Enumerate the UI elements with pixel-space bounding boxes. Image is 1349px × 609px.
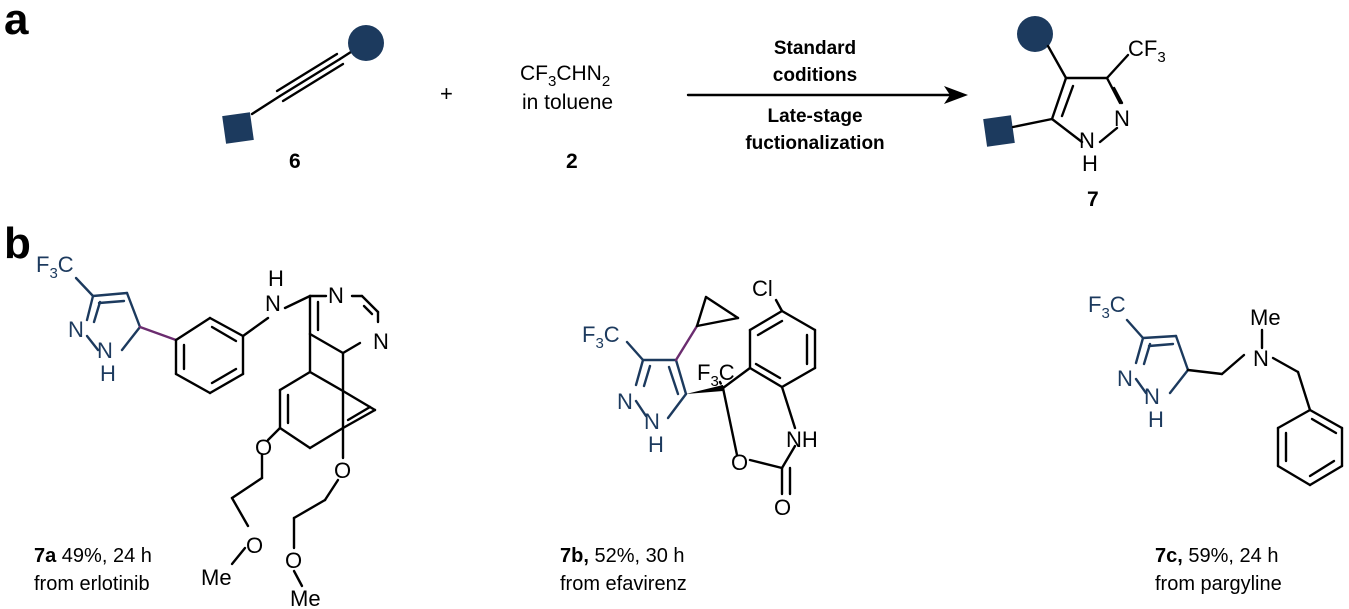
reactant-label: 6 — [289, 150, 301, 173]
panel-label-b: b — [4, 219, 31, 268]
compound-7c-source: from pargyline — [1155, 573, 1282, 595]
ether-o-label: O — [285, 548, 302, 573]
quinazoline-n-label: N — [373, 329, 389, 354]
pyrazole-h-label: H — [100, 361, 116, 386]
condition-line-1: Standard — [774, 38, 856, 59]
reagent-solvent: in toluene — [522, 91, 613, 114]
f3c-group-label: F3C — [1088, 292, 1126, 322]
amine-n-label: N — [1253, 346, 1269, 371]
amide-nh-label: NH — [786, 427, 818, 452]
square-substituent-icon — [983, 115, 1015, 147]
condition-line-4: fuctionalization — [745, 133, 884, 154]
square-substituent-icon — [222, 112, 254, 144]
carbonyl-o-label: O — [774, 495, 791, 520]
pyrazole-n-label: N — [1117, 366, 1133, 391]
compound-7b-structure — [625, 295, 817, 496]
compound-7a-source: from erlotinib — [34, 573, 150, 595]
f3c-group-label: F3C — [582, 322, 620, 352]
pyrazole-n-label: N — [68, 317, 84, 342]
reagent-label: 2 — [566, 150, 578, 173]
arrow-head-icon — [944, 86, 968, 104]
pyrazole-n-label: N — [617, 389, 633, 414]
panel-label-a: a — [4, 0, 29, 44]
quinazoline-n-label: N — [328, 283, 344, 308]
amine-n-label: N — [265, 291, 281, 316]
compound-7c-caption: 7c, 59%, 24 h — [1155, 545, 1278, 567]
pyrazole-n-label: N — [1144, 384, 1160, 409]
compound-7a-caption: 7a 49%, 24 h — [34, 545, 152, 567]
f3c-group-label: F3C — [36, 252, 74, 282]
pyrazole-h-label: H — [1148, 407, 1164, 432]
product-label: 7 — [1087, 188, 1099, 211]
pyrazole-n-label: N — [1079, 128, 1095, 153]
compound-7c-structure — [1125, 318, 1344, 487]
reagent-formula: CF3CHN2 — [520, 62, 610, 90]
compound-7a-structure — [74, 276, 380, 588]
cf3-group-label: CF3 — [1128, 36, 1166, 66]
reactant-alkyne-6 — [222, 25, 384, 144]
plus-sign: + — [440, 81, 453, 106]
compound-7b-source: from efavirenz — [560, 573, 687, 595]
condition-line-3: Late-stage — [767, 106, 862, 127]
circle-substituent-icon — [1017, 16, 1053, 52]
pyrazole-n-label: N — [1114, 106, 1130, 131]
chloro-label: Cl — [752, 276, 773, 301]
ether-o-label: O — [246, 533, 263, 558]
methyl-label: Me — [290, 586, 321, 609]
ether-o-label: O — [255, 435, 272, 460]
pyrazole-n-label: N — [97, 338, 113, 363]
product-pyrazole-7 — [983, 16, 1130, 147]
circle-substituent-icon — [348, 25, 384, 61]
ring-o-label: O — [731, 450, 748, 475]
compound-7b-caption: 7b, 52%, 30 h — [560, 545, 685, 567]
amine-h-label: H — [268, 266, 284, 291]
pyrazole-h-label: H — [1082, 151, 1098, 176]
pyrazole-n-label: N — [644, 409, 660, 434]
f3c-group-label: F3C — [697, 360, 735, 390]
condition-line-2: coditions — [773, 65, 857, 86]
methyl-label: Me — [201, 565, 232, 590]
ether-o-label: O — [334, 458, 351, 483]
pyrazole-h-label: H — [648, 432, 664, 457]
methyl-label: Me — [1250, 305, 1281, 330]
